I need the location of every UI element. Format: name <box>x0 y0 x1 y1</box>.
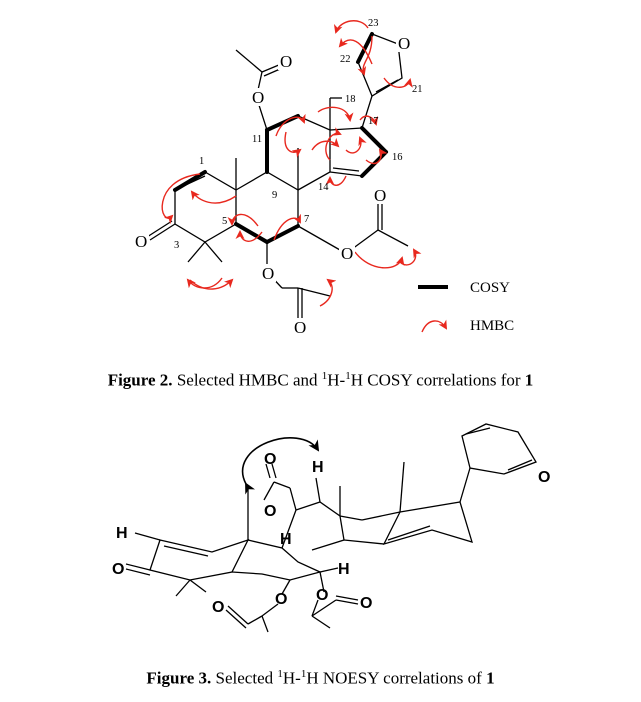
carbon-number-3: 3 <box>174 240 179 251</box>
figure2-legend: COSY HMBC <box>418 280 514 334</box>
figure2-caption: Figure 2. Selected HMBC and 1H-1H COSY c… <box>0 370 641 391</box>
c11-oxygen-3: O <box>264 503 276 520</box>
noesy-hydrogen-top: H <box>312 459 324 476</box>
carbon-number-23: 23 <box>368 18 379 29</box>
figure2-caption-text-a: Selected HMBC and <box>176 370 322 390</box>
c7-ester-oxygen: O <box>341 244 353 263</box>
figure3-caption-text-a: Selected <box>215 668 278 688</box>
carbon-number-1: 1 <box>199 156 204 167</box>
acetyl-oxygen-top-3: O <box>264 451 276 468</box>
figure3-caption-label: Figure 3. <box>146 668 212 688</box>
cosy-legend-label: COSY <box>470 280 510 296</box>
noesy-hydrogen-right: H <box>338 561 350 578</box>
noesy-hydrogen-middle: H <box>280 531 292 548</box>
carbon-number-5: 5 <box>222 216 227 227</box>
c6-carbonyl-oxygen-3: O <box>212 599 224 616</box>
figure3-caption: Figure 3. Selected 1H-1H NOESY correlati… <box>0 668 641 689</box>
ketone-oxygen-3: O <box>112 561 124 578</box>
carbon-number-14: 14 <box>318 182 329 193</box>
furan-oxygen: O <box>398 34 410 53</box>
carbon-number-16: 16 <box>392 152 403 163</box>
figure2-caption-compound: 1 <box>524 370 534 390</box>
carbon-number-17: 17 <box>368 116 379 127</box>
c6-carbonyl-oxygen: O <box>294 318 306 337</box>
figure3-atoms: H H H H O O O O O O O O <box>112 451 550 616</box>
carbon-number-9: 9 <box>272 190 277 201</box>
c7-carbonyl-oxygen-3: O <box>360 595 372 612</box>
hmbc-legend-arrow-icon <box>421 319 448 333</box>
figure3-caption-text-c: H NOESY correlations of <box>306 668 487 688</box>
noesy-correlation-arrow-icon <box>242 437 320 495</box>
figure2-atoms: O O O O O O O O <box>133 34 412 337</box>
hmbc-arrows <box>161 20 422 307</box>
noesy-hydrogen-left: H <box>116 525 128 542</box>
figure3-caption-compound: 1 <box>486 668 495 688</box>
c11-oxygen: O <box>252 88 264 107</box>
figure2-caption-label: Figure 2. <box>107 370 173 390</box>
furan-oxygen-3: O <box>538 469 550 486</box>
figure2-structure <box>146 33 409 318</box>
figure2-carbon-numbers: 1 3 5 7 9 11 14 16 17 18 21 22 23 <box>174 18 423 251</box>
carbon-number-7: 7 <box>304 214 309 225</box>
hmbc-legend-label: HMBC <box>470 318 514 334</box>
figure2-caption-text-b: H- <box>327 370 346 390</box>
figure3-caption-text-b: H- <box>282 668 301 688</box>
cosy-bonds <box>173 32 388 244</box>
c7-carbonyl-oxygen: O <box>374 186 386 205</box>
acetyl-oxygen-top: O <box>280 52 292 71</box>
c6-ester-oxygen: O <box>262 264 274 283</box>
figure3-structure <box>125 423 537 633</box>
figure2-caption-text-c: H COSY correlations for <box>350 370 525 390</box>
figure2-caption-sup2: 1 <box>345 370 351 382</box>
carbon-number-21: 21 <box>412 84 423 95</box>
c6-oxygen-3: O <box>275 591 287 608</box>
carbon-number-11: 11 <box>252 134 262 145</box>
figure3-caption-sup1: 1 <box>277 668 283 680</box>
figure2-caption-sup1: 1 <box>321 370 328 382</box>
carbon-number-22: 22 <box>340 54 351 65</box>
carbon-number-18: 18 <box>345 94 356 105</box>
ketone-oxygen: O <box>135 232 147 251</box>
c7-oxygen-3: O <box>316 587 328 604</box>
figure3-caption-sup2: 1 <box>300 668 307 680</box>
